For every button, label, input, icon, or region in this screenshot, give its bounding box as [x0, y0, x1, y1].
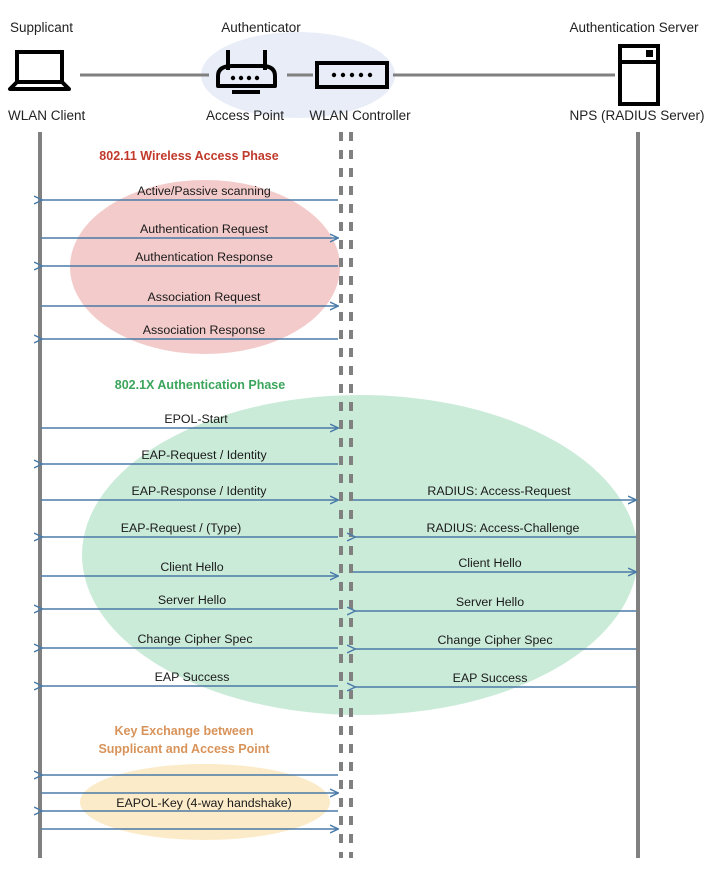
node-label-wlan-controller: WLAN Controller	[309, 108, 411, 123]
phase-3-arrows	[41, 775, 338, 829]
phase-1-ellipse	[70, 180, 340, 354]
server-tower-icon	[618, 44, 660, 106]
phase-3-title-line-2: Supplicant and Access Point	[98, 742, 270, 756]
message-label-eap-success-right: EAP Success	[452, 671, 528, 685]
role-label-authenticator: Authenticator	[221, 20, 301, 35]
message-label-client-hello-left: Client Hello	[160, 560, 224, 574]
phase-3-title-line-1: Key Exchange between	[114, 724, 254, 738]
node-label-wlan-client: WLAN Client	[8, 108, 86, 123]
message-label-eap-request-identity: EAP-Request / Identity	[141, 448, 267, 462]
phase-3-title: Key Exchange between Supplicant and Acce…	[98, 722, 269, 758]
message-label-client-hello-right: Client Hello	[458, 556, 522, 570]
message-label-eap-response-identity: EAP-Response / Identity	[131, 484, 267, 498]
message-label-eapol-key-handshake: EAPOL-Key (4-way handshake)	[116, 796, 292, 810]
message-label-server-hello-right: Server Hello	[455, 595, 525, 609]
node-label-nps-radius-server: NPS (RADIUS Server)	[569, 108, 705, 123]
phase-2-arrows	[41, 428, 636, 687]
message-label-server-hello-left: Server Hello	[157, 593, 227, 607]
message-label-radius-access-request: RADIUS: Access-Request	[427, 484, 571, 498]
phase-1-title: 802.11 Wireless Access Phase	[99, 149, 279, 163]
message-label-eap-success-left: EAP Success	[154, 670, 230, 684]
laptop-icon	[8, 50, 71, 91]
wireless-router-icon	[216, 50, 277, 94]
phase-2-title: 802.1X Authentication Phase	[114, 378, 286, 392]
phase-3-ellipse	[80, 764, 330, 840]
message-label-change-cipher-spec-left: Change Cipher Spec	[137, 632, 253, 646]
message-label-eap-request-type: EAP-Request / (Type)	[120, 521, 242, 535]
node-label-access-point: Access Point	[205, 108, 285, 123]
network-controller-icon	[315, 61, 389, 89]
message-label-authentication-response: Authentication Response	[135, 250, 273, 264]
role-label-authentication-server: Authentication Server	[569, 20, 699, 35]
phase-2-ellipse	[82, 395, 638, 715]
message-label-authentication-request: Authentication Request	[139, 222, 269, 236]
message-label-epol-start: EPOL-Start	[164, 412, 228, 426]
role-label-supplicant: Supplicant	[10, 20, 74, 35]
message-label-radius-access-challenge: RADIUS: Access-Challenge	[426, 521, 580, 535]
message-label-change-cipher-spec-right: Change Cipher Spec	[437, 633, 553, 647]
message-label-active-passive-scanning: Active/Passive scanning	[137, 184, 271, 198]
phase-1-arrows	[41, 200, 338, 339]
message-label-association-request: Association Request	[147, 290, 261, 304]
message-label-association-response: Association Response	[142, 323, 266, 337]
